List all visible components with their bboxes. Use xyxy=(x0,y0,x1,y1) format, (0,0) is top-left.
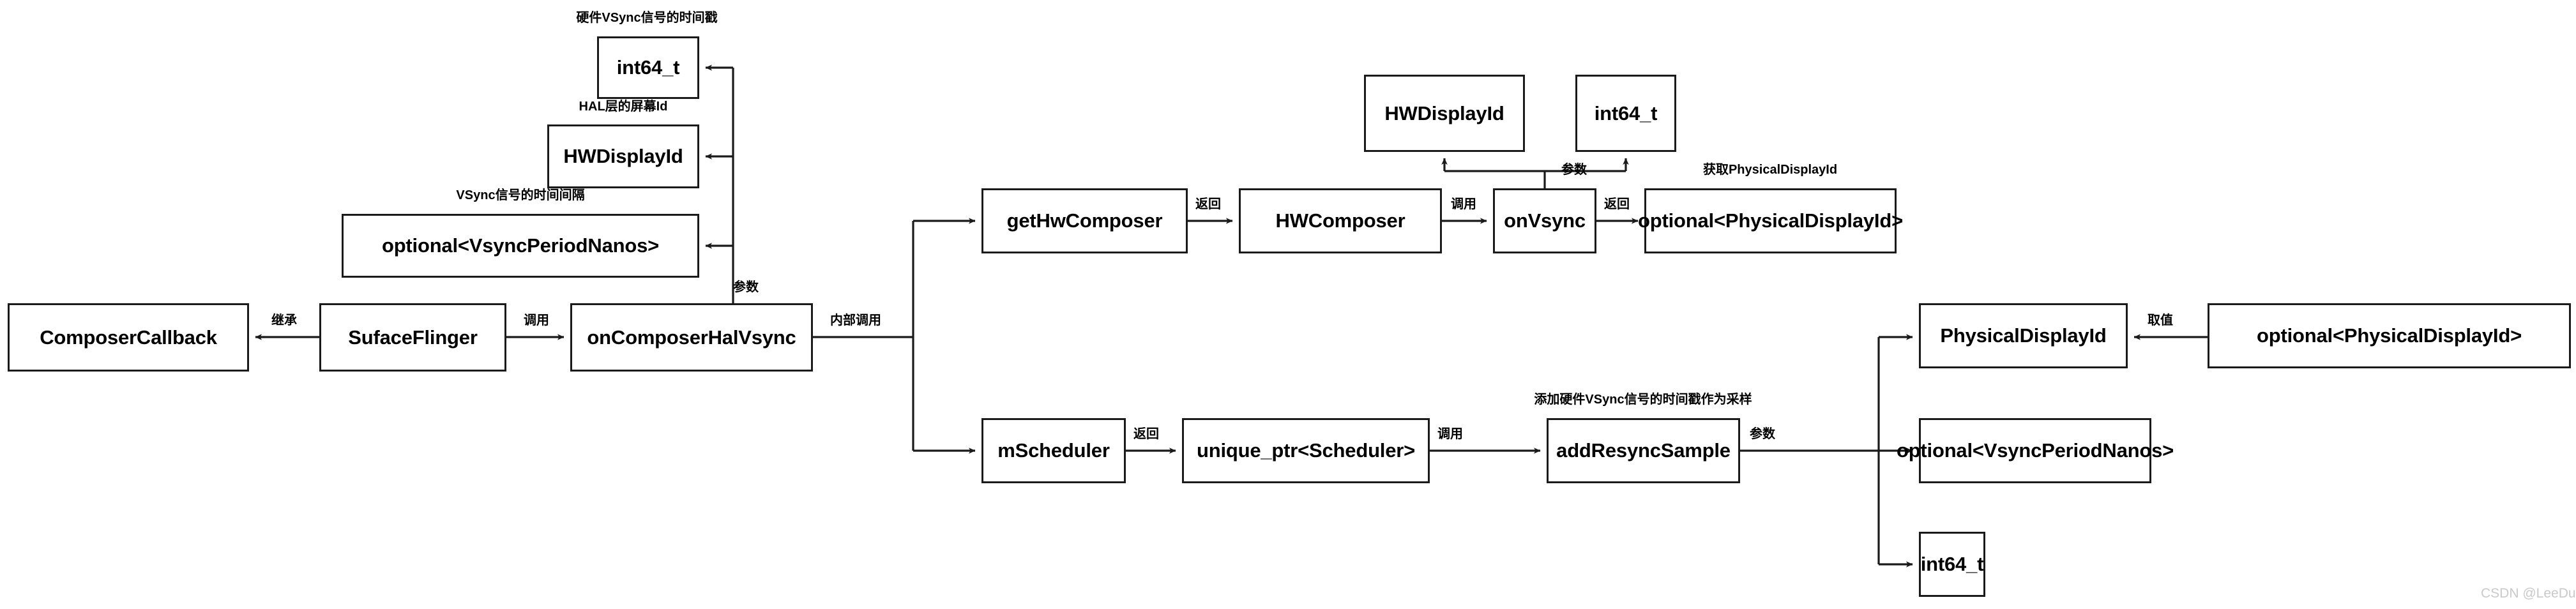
node-oncomposerhalvsync[interactable]: onComposerHalVsync xyxy=(570,303,813,372)
edge-label-param-left: 参数 xyxy=(733,280,759,294)
edge-label-call-uniqueptr: 调用 xyxy=(1437,427,1463,441)
edge-label-param-addresync: 参数 xyxy=(1750,427,1775,441)
node-hwdisplayid-left[interactable]: HWDisplayId xyxy=(547,124,699,188)
node-int64-t-right[interactable]: int64_t xyxy=(1919,532,1985,597)
edge-label-call-sufaceflinger: 调用 xyxy=(524,313,549,327)
node-mscheduler[interactable]: mScheduler xyxy=(981,418,1126,483)
caption-add-resync-sample: 添加硬件VSync信号的时间戳作为采样 xyxy=(1534,393,1752,407)
node-optional-physicaldisplayid-mid[interactable]: optional<PhysicalDisplayId> xyxy=(1638,188,1903,253)
edge-label-inherit: 继承 xyxy=(271,313,297,327)
edge-label-call-hwcomposer: 调用 xyxy=(1451,197,1476,211)
edge-label-param-onvsync: 参数 xyxy=(1561,163,1587,177)
edge-label-return-mscheduler: 返回 xyxy=(1133,427,1159,441)
caption-hal-screen-id: HAL层的屏幕Id xyxy=(579,100,668,114)
node-unique-ptr-scheduler[interactable]: unique_ptr<Scheduler> xyxy=(1182,418,1430,483)
caption-vsync-period: VSync信号的时间间隔 xyxy=(456,188,585,202)
node-optional-vsyncperiodnanos-right[interactable]: optional<VsyncPeriodNanos> xyxy=(1897,418,2174,483)
node-gethwcomposer[interactable]: getHwComposer xyxy=(981,188,1188,253)
edge-label-return-onvsync: 返回 xyxy=(1604,197,1630,211)
node-physicaldisplayid[interactable]: PhysicalDisplayId xyxy=(1919,303,2128,368)
node-optional-vsyncperiodnanos-left[interactable]: optional<VsyncPeriodNanos> xyxy=(342,214,699,278)
node-hwcomposer[interactable]: HWComposer xyxy=(1239,188,1442,253)
node-addresyncsample[interactable]: addResyncSample xyxy=(1547,418,1740,483)
node-composercallback[interactable]: ComposerCallback xyxy=(8,303,249,372)
node-int64-t-timestamp[interactable]: int64_t xyxy=(597,36,699,99)
node-int64-t-mid[interactable]: int64_t xyxy=(1575,75,1676,152)
caption-hardware-vsync-timestamp: 硬件VSync信号的时间戳 xyxy=(576,11,718,25)
edge-label-take-value: 取值 xyxy=(2148,313,2173,327)
node-sufaceflinger[interactable]: SufaceFlinger xyxy=(319,303,506,372)
watermark: CSDN @LeeDuo. xyxy=(2481,586,2576,601)
caption-get-physicaldisplayid: 获取PhysicalDisplayId xyxy=(1702,163,1838,177)
node-optional-physicaldisplayid-right[interactable]: optional<PhysicalDisplayId> xyxy=(2208,303,2571,368)
edge-label-return-gethwcomposer: 返回 xyxy=(1195,197,1221,211)
edge-label-internal-call: 内部调用 xyxy=(830,313,881,327)
node-hwdisplayid-mid[interactable]: HWDisplayId xyxy=(1364,75,1525,152)
node-onvsync[interactable]: onVsync xyxy=(1493,188,1596,253)
